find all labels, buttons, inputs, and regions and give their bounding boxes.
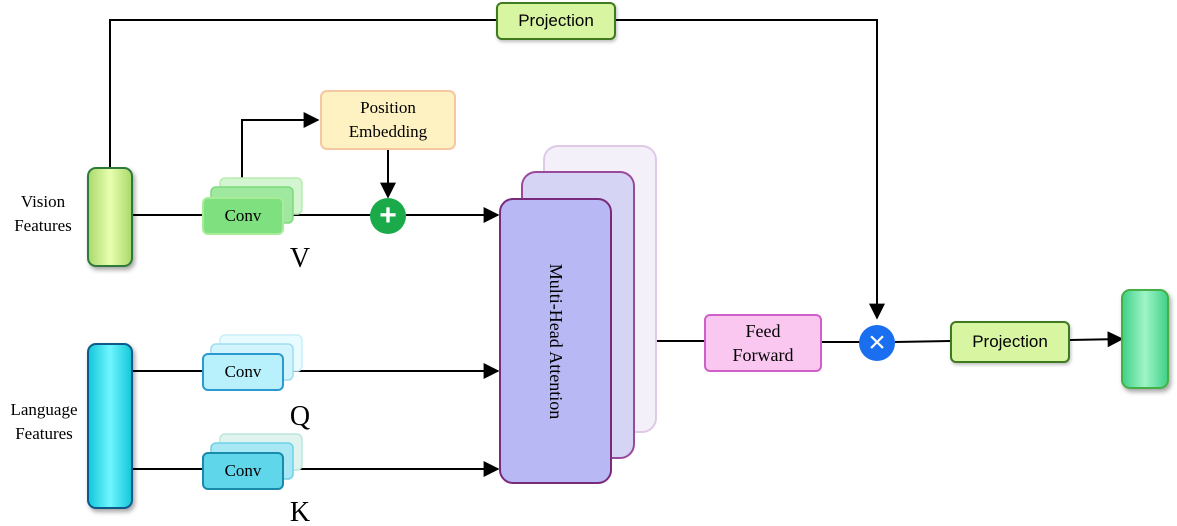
position-embedding-label: Position Embedding	[348, 98, 428, 141]
conv-q-block: Conv	[202, 353, 284, 391]
multiply-circle	[859, 325, 895, 361]
vision-features-bar	[87, 167, 133, 267]
output-features-bar	[1121, 289, 1169, 389]
projection-to-output-line	[1069, 331, 1124, 348]
projection-top-block: Projection	[496, 2, 616, 40]
k-label: K	[289, 497, 311, 526]
add-symbol: +	[379, 199, 397, 232]
projection-right-label: Projection	[972, 332, 1048, 351]
conv-v-label: Conv	[224, 206, 262, 225]
language-features-label: Language Features	[10, 400, 78, 443]
conv-k-label: Conv	[224, 461, 262, 480]
conv-k-block: Conv	[202, 452, 284, 490]
vision-features-label: Vision Features	[14, 192, 72, 235]
add-circle	[370, 198, 406, 234]
multiply-to-projection-line	[894, 340, 951, 343]
conv-q-label: Conv	[224, 362, 262, 381]
multiply-operator: ×	[859, 325, 895, 361]
projection-right-block: Projection	[950, 321, 1070, 363]
feed-forward-label: Feed Forward	[732, 321, 794, 365]
conv-to-position-line	[241, 112, 320, 198]
vision-to-projection-line	[109, 19, 496, 168]
v-label: V	[289, 243, 311, 274]
position-embedding-block: Position Embedding	[320, 90, 456, 150]
multi-head-attention-block: Multi-Head Attention	[499, 198, 612, 484]
multiply-symbol: ×	[868, 326, 886, 359]
language-features-bar	[87, 343, 133, 509]
projection-top-label: Projection	[518, 11, 594, 30]
add-operator: +	[370, 198, 406, 234]
feed-forward-block: Feed Forward	[704, 314, 822, 372]
projection-to-multiply-line	[616, 19, 885, 320]
conv-v-block: Conv	[202, 197, 284, 235]
q-label: Q	[289, 401, 311, 432]
multi-head-attention-label: Multi-Head Attention	[546, 263, 567, 419]
